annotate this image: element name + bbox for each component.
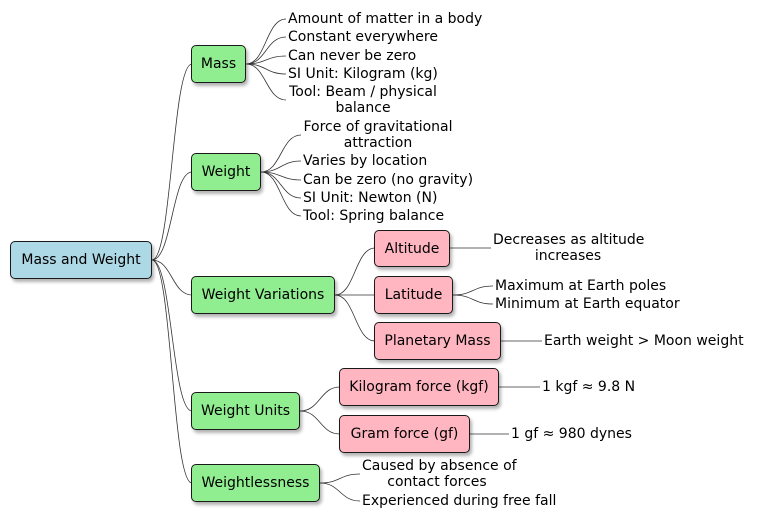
mass-leaf-2: Constant everywhere	[288, 29, 438, 45]
weight-leaf-1-line-1: Force of gravitational	[303, 119, 453, 135]
weightlessness-leaf-1: Caused by absence of contact forces	[362, 458, 517, 490]
gf-leaf-1: 1 gf ≈ 980 dynes	[511, 426, 632, 442]
weight-leaf-2: Varies by location	[303, 153, 428, 169]
mass-leaf-4: SI Unit: Kilogram (kg)	[288, 66, 438, 82]
sub-node-kilogram-force[interactable]: Kilogram force (kgf)	[339, 368, 499, 406]
weightlessness-leaf-1-line-1: Caused by absence of	[362, 458, 517, 474]
weight-leaf-5: Tool: Spring balance	[303, 208, 445, 224]
sub-node-planetary-mass[interactable]: Planetary Mass	[374, 322, 501, 360]
mass-leaf-1: Amount of matter in a body	[288, 11, 483, 27]
weight-leaf-1: Force of gravitational attraction	[303, 119, 453, 151]
sub-node-altitude[interactable]: Altitude	[374, 230, 450, 267]
latitude-leaf-2: Minimum at Earth equator	[495, 296, 680, 312]
altitude-leaf-1-line-1: Decreases as altitude	[493, 232, 645, 248]
sub-node-latitude[interactable]: Latitude	[374, 276, 453, 314]
altitude-label: Altitude	[384, 240, 440, 257]
weightlessness-leaf-1-line-2: contact forces	[387, 474, 487, 490]
mass-leaf-5-line-1: Tool: Beam / physical	[289, 84, 437, 100]
mass-leaf-5-line-2: balance	[335, 100, 391, 116]
mass-label: Mass	[200, 56, 237, 72]
gf-label: Gram force (gf)	[350, 426, 459, 442]
weightlessness-leaf-2: Experienced during free fall	[362, 493, 557, 509]
variations-label: Weight Variations	[201, 287, 325, 303]
sub-node-gram-force[interactable]: Gram force (gf)	[339, 415, 470, 453]
latitude-label: Latitude	[384, 287, 443, 303]
branch-node-weightlessness[interactable]: Weightlessness	[191, 464, 320, 502]
mass-leaf-5: Tool: Beam / physical balance	[288, 84, 438, 116]
root-label: Mass and Weight	[21, 252, 141, 268]
branch-node-weight-units[interactable]: Weight Units	[191, 392, 300, 430]
weight-leaf-3: Can be zero (no gravity)	[303, 172, 474, 188]
kgf-leaf-1: 1 kgf ≈ 9.8 N	[542, 379, 636, 395]
weight-leaf-1-line-2: attraction	[343, 135, 413, 151]
mass-leaf-3: Can never be zero	[288, 48, 417, 64]
weight-label: Weight	[201, 164, 251, 180]
root-node-mass-and-weight[interactable]: Mass and Weight	[10, 241, 152, 279]
branch-node-weight[interactable]: Weight	[191, 153, 261, 191]
altitude-leaf-1-line-2: increases	[534, 248, 602, 264]
planetary-label: Planetary Mass	[384, 333, 491, 349]
units-label: Weight Units	[200, 403, 291, 419]
latitude-leaf-1: Maximum at Earth poles	[495, 278, 667, 294]
weightlessness-label: Weightlessness	[201, 475, 310, 491]
planetary-leaf-1: Earth weight > Moon weight	[544, 333, 744, 349]
branch-node-weight-variations[interactable]: Weight Variations	[191, 276, 335, 314]
branch-node-mass[interactable]: Mass	[191, 45, 246, 83]
altitude-leaf-1: Decreases as altitude increases	[493, 232, 645, 264]
kgf-label: Kilogram force (kgf)	[349, 379, 489, 395]
weight-leaf-4: SI Unit: Newton (N)	[303, 190, 438, 206]
